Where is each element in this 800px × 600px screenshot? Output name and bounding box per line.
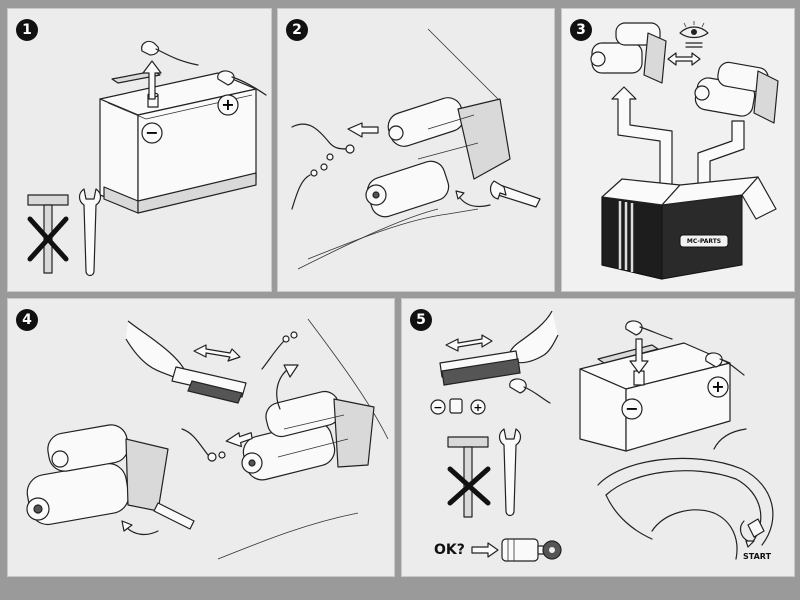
eye-icon (679, 21, 709, 48)
arrow-down-icon (629, 338, 649, 374)
minus-clamp-icon (141, 40, 199, 66)
arrow-left-icon (347, 122, 379, 138)
step-number-5: 5 (410, 309, 432, 331)
terminals-row-icon: − + (430, 398, 486, 415)
step-2-panel: 2 (277, 8, 555, 292)
arrow-up-icon (611, 86, 673, 198)
battery-icon (99, 70, 257, 214)
small-plus-sign: + (473, 401, 482, 414)
brush-icon (171, 366, 247, 404)
arrow-right-icon (471, 542, 499, 558)
arrow-right-icon (225, 432, 253, 448)
plus-terminal-icon: + (707, 376, 729, 398)
arrow-up-icon (142, 60, 162, 100)
step-2-illustration (291, 28, 541, 270)
ok-question-label: OK? (434, 542, 465, 558)
step-number-4: 4 (16, 309, 38, 331)
step-number-3: 3 (570, 19, 592, 41)
step-1-illustration: + − (27, 40, 267, 277)
starter-motor-icon (590, 22, 667, 84)
plus-terminal-icon: + (217, 94, 239, 116)
arrow-curve-icon (276, 364, 299, 410)
minus-terminal-icon: − (621, 398, 643, 420)
starter-motor-icon (26, 424, 169, 526)
steering-wheel-icon (597, 428, 774, 560)
minus-sign: − (625, 399, 638, 418)
parts-box-icon: MC-PARTS (601, 176, 777, 280)
step-3-panel: 3 (561, 8, 795, 292)
ignition-key-turn-icon (739, 518, 765, 548)
ignition-key-icon (501, 538, 562, 562)
wrench-icon (498, 428, 522, 517)
start-label: START (743, 552, 772, 561)
step-number-1: 1 (16, 19, 38, 41)
cable-icon (291, 123, 355, 210)
wrench-icon (78, 188, 102, 277)
cable-icon (181, 331, 298, 462)
plus-clamp-icon (217, 70, 267, 96)
step-4-panel: 4 (7, 298, 395, 577)
step-4-illustration (26, 318, 389, 560)
brush-icon (439, 350, 521, 386)
battery-clamp-icon (509, 378, 551, 404)
hammer-crossed-icon (27, 194, 69, 274)
minus-sign: − (145, 123, 158, 142)
minus-terminal-icon: − (141, 122, 163, 144)
plus-sign: + (221, 95, 234, 114)
step-1-panel: 1 + (7, 8, 272, 292)
double-arrow-icon (445, 334, 493, 352)
wrench-icon (455, 180, 541, 208)
box-brand-label: MC-PARTS (687, 238, 721, 245)
starter-motor-icon-installed (241, 390, 375, 481)
starter-motor-icon (365, 97, 511, 218)
small-minus-sign: − (433, 401, 442, 414)
plus-sign: + (711, 377, 724, 396)
hammer-crossed-icon (447, 436, 491, 518)
battery-icon (579, 320, 745, 452)
double-arrow-icon (193, 344, 241, 362)
starter-motor-icon-new (694, 61, 779, 124)
compare-arrows-icon (667, 52, 701, 66)
step-3-illustration: MC-PARTS (590, 21, 779, 280)
step-5-illustration: − + − (430, 310, 774, 562)
step-number-2: 2 (286, 19, 308, 41)
wrench-icon (121, 502, 195, 536)
step-5-panel: 5 − + (401, 298, 795, 577)
